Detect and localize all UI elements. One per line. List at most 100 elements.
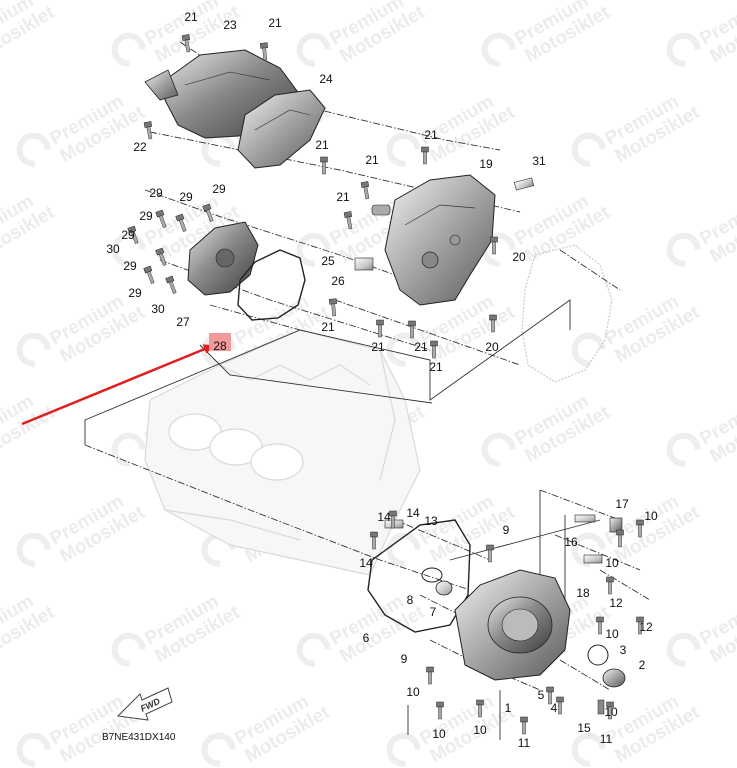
- watermark-logo-icon: [386, 732, 421, 767]
- watermark-logo-icon: [296, 32, 331, 67]
- watermark-logo-icon: [201, 732, 236, 767]
- watermark-logo-icon: [666, 32, 701, 67]
- bolt-icon: [486, 544, 494, 563]
- callout-label-2: 2: [639, 658, 646, 672]
- watermark-logo-icon: [296, 632, 331, 667]
- callout-label-28-highlighted: 28: [213, 339, 227, 353]
- watermark-logo-icon: [386, 132, 421, 167]
- bolt-icon: [389, 510, 397, 529]
- bolt-icon: [127, 225, 139, 244]
- bolt-icon: [155, 247, 167, 266]
- bolt-icon: [636, 616, 644, 635]
- watermark-logo-icon: [16, 532, 51, 567]
- bolt-icon: [259, 42, 268, 61]
- part-28-gasket: [237, 249, 306, 321]
- watermark-logo-icon: [481, 32, 516, 67]
- callout-label-21: 21: [315, 138, 329, 152]
- callout-label-15: 15: [577, 721, 591, 735]
- bolt-icon: [616, 529, 624, 548]
- callout-label-6: 6: [363, 631, 370, 645]
- watermark-logo-icon: [386, 532, 421, 567]
- bolt-icon: [360, 181, 370, 200]
- watermark-logo-icon: [111, 32, 146, 67]
- callout-label-30: 30: [106, 242, 120, 256]
- watermark-logo-icon: [16, 332, 51, 367]
- callout-label-9: 9: [503, 523, 510, 537]
- callout-label-26: 26: [331, 274, 345, 288]
- callout-label-4: 4: [551, 701, 558, 715]
- bolt-icon: [165, 275, 177, 294]
- watermark-logo-icon: [386, 332, 421, 367]
- callout-label-1: 1: [505, 701, 512, 715]
- callout-label-29: 29: [149, 186, 163, 200]
- bolt-icon: [426, 666, 434, 685]
- bolt-icon: [320, 156, 328, 175]
- bolt-icon: [421, 146, 429, 165]
- callout-label-30: 30: [151, 302, 165, 316]
- callout-label-14: 14: [377, 510, 391, 524]
- callout-label-8: 8: [407, 593, 414, 607]
- callout-label-14: 14: [359, 556, 373, 570]
- callout-label-24: 24: [319, 72, 333, 86]
- bolt-icon: [546, 686, 554, 705]
- bolt-icon: [556, 696, 564, 715]
- watermark-logo-icon: [296, 232, 331, 267]
- part-24-cover: [237, 89, 326, 169]
- bolt-icon: [606, 576, 614, 595]
- watermark-logo-icon: [16, 732, 51, 767]
- bolts: [127, 34, 644, 735]
- bolt-icon: [408, 320, 416, 339]
- engine-block-outline: [144, 329, 421, 576]
- callout-label-29: 29: [128, 286, 142, 300]
- gasket-outline-right: [521, 244, 613, 383]
- callout-label-22: 22: [133, 140, 147, 154]
- bolt-icon: [606, 701, 614, 720]
- callout-label-19: 19: [479, 157, 493, 171]
- callout-label-12: 12: [609, 596, 623, 610]
- part-27-cover: [187, 221, 259, 296]
- bolt-icon: [636, 519, 644, 538]
- callout-label-18: 18: [576, 586, 590, 600]
- bolt-icon: [155, 209, 167, 228]
- part-19-cover: [371, 174, 496, 306]
- callout-label-21: 21: [429, 360, 443, 374]
- callout-label-21: 21: [365, 153, 379, 167]
- callout-label-29: 29: [139, 209, 153, 223]
- callout-label-10: 10: [473, 723, 487, 737]
- callout-label-29: 29: [179, 190, 193, 204]
- callout-label-12: 12: [639, 620, 653, 634]
- callout-label-21: 21: [268, 16, 282, 30]
- callout-label-21: 21: [371, 340, 385, 354]
- bolt-icon: [596, 616, 604, 635]
- callout-label-11: 11: [518, 736, 531, 750]
- watermark-logo-icon: [481, 432, 516, 467]
- callout-label-20: 20: [512, 250, 526, 264]
- watermark-logo-icon: [571, 532, 606, 567]
- callout-label-10: 10: [604, 705, 618, 719]
- callout-28-highlight: [209, 333, 231, 351]
- bolt-icon: [143, 265, 155, 284]
- bolt-icon: [520, 716, 528, 735]
- watermark-logo-icon: [571, 732, 606, 767]
- watermark-logo-icon: [111, 232, 146, 267]
- watermark-logo-icon: [666, 432, 701, 467]
- callout-label-31: 31: [532, 154, 546, 168]
